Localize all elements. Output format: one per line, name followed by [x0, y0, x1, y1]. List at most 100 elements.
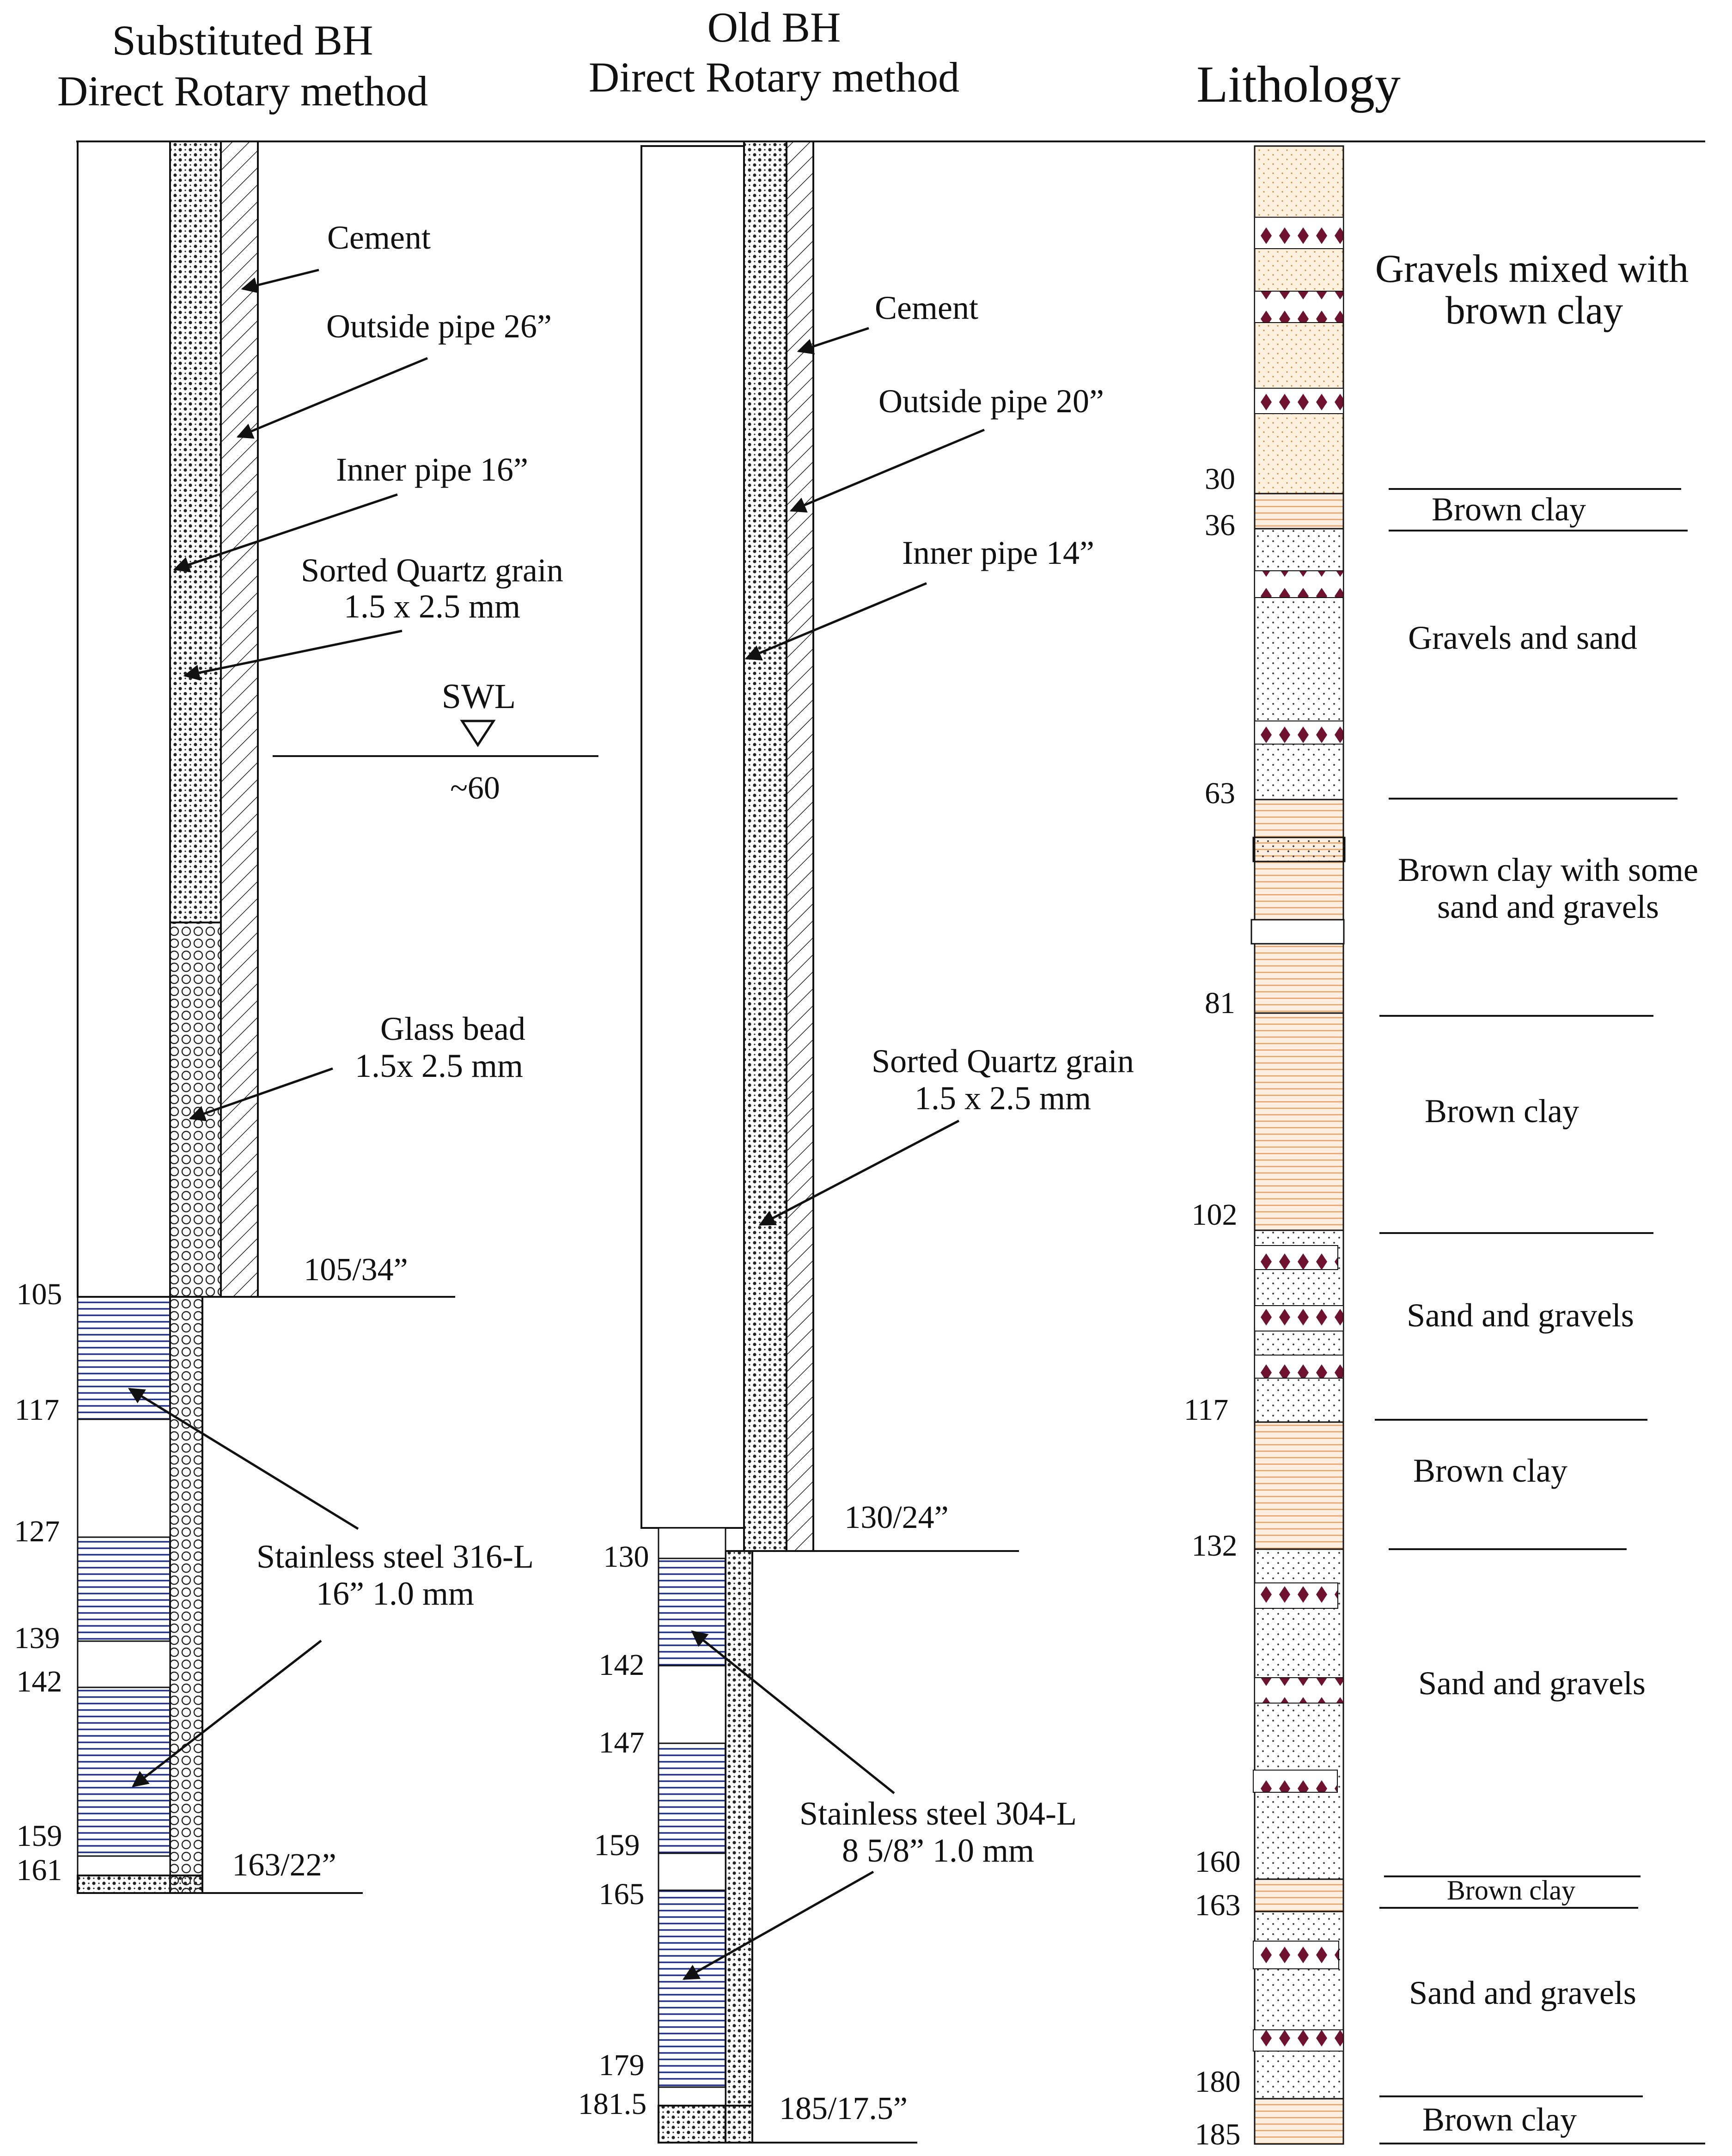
old-screen-3 — [658, 1889, 726, 2088]
litho-gravel-band — [1254, 721, 1344, 745]
old-quartz-gravel-pack — [743, 140, 787, 1552]
litho-gravel-band — [1254, 1582, 1338, 1609]
old-quartz-label-line2: 1.5 x 2.5 mm — [915, 1080, 1091, 1117]
old-stainless-arrow-lower — [682, 1870, 874, 1980]
litho-depth-163: 163 — [1195, 1888, 1241, 1922]
old-outside-pipe-cement — [786, 140, 814, 1552]
litho-gravel-band — [1254, 1677, 1344, 1704]
litho-depth-185: 185 — [1195, 2118, 1241, 2151]
old-bh-title-line2: Direct Rotary method — [589, 54, 959, 101]
sub-inner-pipe-arrow — [173, 493, 398, 573]
sub-screen-middle — [77, 1536, 171, 1642]
litho-gravel-band — [1253, 1941, 1339, 1969]
old-blank-4 — [658, 2086, 726, 2107]
litho-layer-label: Brown clay with some — [1398, 851, 1698, 888]
lithology-title: Lithology — [1196, 56, 1401, 113]
litho-brown-clay-2 — [1254, 1012, 1344, 1231]
litho-layer-label: Brown clay — [1422, 2101, 1577, 2138]
sub-outside-pipe-arrow — [236, 357, 428, 439]
sub-glass-bead-arrow — [189, 1067, 333, 1122]
litho-layer-label: Sand and gravels — [1418, 1665, 1646, 1702]
old-casing-end-label: 130/24” — [844, 1500, 949, 1535]
litho-brown-clay-5 — [1254, 2098, 1344, 2145]
old-casing-interior — [640, 145, 745, 1529]
litho-brown-clay-1 — [1254, 493, 1344, 530]
litho-layer-label: Brown clay — [1413, 1452, 1567, 1489]
sub-quartz-arrow — [183, 629, 403, 681]
sub-quartz-label-line2: 1.5 x 2.5 mm — [344, 588, 520, 625]
old-bh-title-line1: Old BH — [707, 4, 841, 51]
litho-clay-sand-gravel — [1254, 799, 1344, 1014]
litho-depth-81: 81 — [1205, 986, 1235, 1020]
sub-depth-159: 159 — [17, 1819, 62, 1853]
litho-gravel-band — [1254, 388, 1344, 414]
litho-gravel-band — [1254, 570, 1344, 598]
old-screen-2 — [658, 1742, 726, 1854]
old-depth-165: 165 — [599, 1877, 645, 1911]
sub-outside-pipe-cement — [220, 140, 259, 1298]
litho-depth-102: 102 — [1192, 1198, 1238, 1232]
sub-stainless-arrow-upper — [128, 1387, 359, 1530]
swl-label: SWL — [442, 677, 516, 716]
sub-stainless-label-line2: 16” 1.0 mm — [316, 1575, 474, 1612]
litho-depth-36: 36 — [1205, 508, 1235, 542]
sub-depth-142: 142 — [17, 1665, 62, 1698]
old-quartz-label-line1: Sorted Quartz grain — [872, 1043, 1134, 1080]
old-inner-pipe-label: Inner pipe 14” — [902, 534, 1094, 571]
sub-blank-pipe-1 — [77, 1418, 171, 1538]
sub-blank-pipe-2 — [77, 1640, 171, 1688]
litho-layer-label: Sand and gravels — [1407, 1297, 1634, 1334]
old-blank-top — [658, 1527, 726, 1559]
sub-bottom-label: 163/22” — [232, 1847, 336, 1883]
old-blank-3 — [658, 1852, 726, 1891]
sub-screen-lower — [77, 1686, 171, 1857]
litho-depth-132: 132 — [1192, 1529, 1238, 1563]
swl-depth-label: ~60 — [450, 770, 500, 806]
litho-gravel-band — [1253, 1770, 1338, 1793]
old-stainless-label-line2: 8 5/8” 1.0 mm — [842, 1832, 1034, 1869]
litho-gravels-and-sand — [1254, 528, 1344, 800]
litho-gravel-band — [1253, 2029, 1344, 2052]
old-depth-142: 142 — [599, 1648, 645, 1682]
old-depth-179: 179 — [599, 2048, 645, 2082]
sub-quartz-gravel-pack — [169, 140, 222, 923]
substituted-bh: Cement Outside pipe 26” Inner pipe 16” S… — [14, 140, 598, 1894]
litho-sand-lens — [1250, 919, 1345, 945]
litho-gravel-band — [1254, 291, 1344, 323]
litho-layer-label: Brown clay — [1447, 1875, 1575, 1906]
litho-brown-clay-3 — [1254, 1421, 1344, 1550]
litho-gravel-band — [1254, 1355, 1344, 1379]
sub-casing-end-label: 105/34” — [304, 1252, 408, 1288]
old-lower-annulus — [725, 1550, 753, 2144]
old-outside-pipe-arrow — [789, 428, 985, 513]
old-inner-pipe-arrow — [744, 582, 927, 660]
sub-lower-annulus — [169, 1296, 203, 1894]
litho-layer-label: Brown clay — [1425, 1093, 1579, 1130]
old-depth-147: 147 — [599, 1726, 645, 1759]
litho-brown-clay-4 — [1254, 1878, 1344, 1912]
litho-layer-label: brown clay — [1445, 288, 1623, 332]
sub-stainless-label-line1: Stainless steel 316-L — [256, 1538, 534, 1575]
sub-depth-117: 117 — [15, 1393, 60, 1427]
litho-sand-lens — [1252, 837, 1346, 862]
sub-depth-105: 105 — [17, 1277, 62, 1311]
sub-stainless-arrow-lower — [132, 1640, 322, 1788]
old-bottom-label: 185/17.5” — [779, 2091, 908, 2126]
sub-outside-pipe-label: Outside pipe 26” — [326, 308, 552, 345]
litho-layer-label: sand and gravels — [1437, 888, 1659, 925]
old-depth-159: 159 — [594, 1828, 640, 1862]
litho-gravel-band — [1254, 1245, 1338, 1270]
litho-layer-label: Gravels mixed with — [1375, 246, 1689, 291]
litho-gravel-band — [1254, 217, 1344, 249]
sub-depth-161: 161 — [17, 1853, 62, 1887]
litho-gravel-band — [1254, 1305, 1344, 1331]
litho-depth-63: 63 — [1205, 776, 1235, 810]
litho-layer-label: Sand and gravels — [1409, 1974, 1636, 2011]
litho-sand-gravels-3 — [1254, 1911, 1344, 2100]
sub-cement-arrow — [241, 269, 319, 293]
old-cement-arrow — [797, 327, 869, 354]
old-bottom-plug — [658, 2105, 753, 2144]
sub-depth-139: 139 — [14, 1621, 60, 1655]
old-depth-181-5: 181.5 — [578, 2087, 647, 2121]
